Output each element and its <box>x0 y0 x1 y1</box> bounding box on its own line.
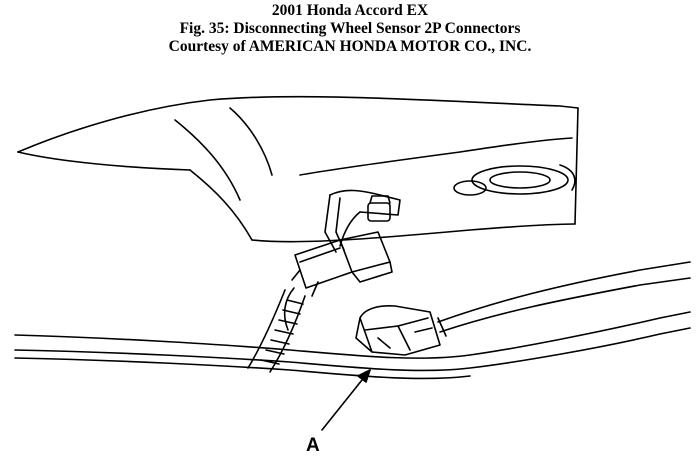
mounting-bracket <box>324 189 401 253</box>
caption-vehicle: 2001 Honda Accord EX <box>271 2 429 19</box>
callout-label-a: A <box>306 435 320 456</box>
figure-caption: 2001 Honda Accord EX Fig. 35: Disconnect… <box>0 2 700 56</box>
caption-courtesy: Courtesy of AMERICAN HONDA MOTOR CO., IN… <box>168 38 532 55</box>
wheel-sensor-cable <box>437 261 691 337</box>
callout-leader-arrow <box>321 369 371 431</box>
corrugated-harness <box>247 287 306 373</box>
body-panel <box>17 95 579 243</box>
upper-2p-connector <box>291 231 393 297</box>
caption-figure-title: Fig. 35: Disconnecting Wheel Sensor 2P C… <box>179 20 521 37</box>
lower-frame <box>14 311 691 380</box>
lower-2p-connector <box>355 305 441 356</box>
panel-openings <box>453 164 576 196</box>
